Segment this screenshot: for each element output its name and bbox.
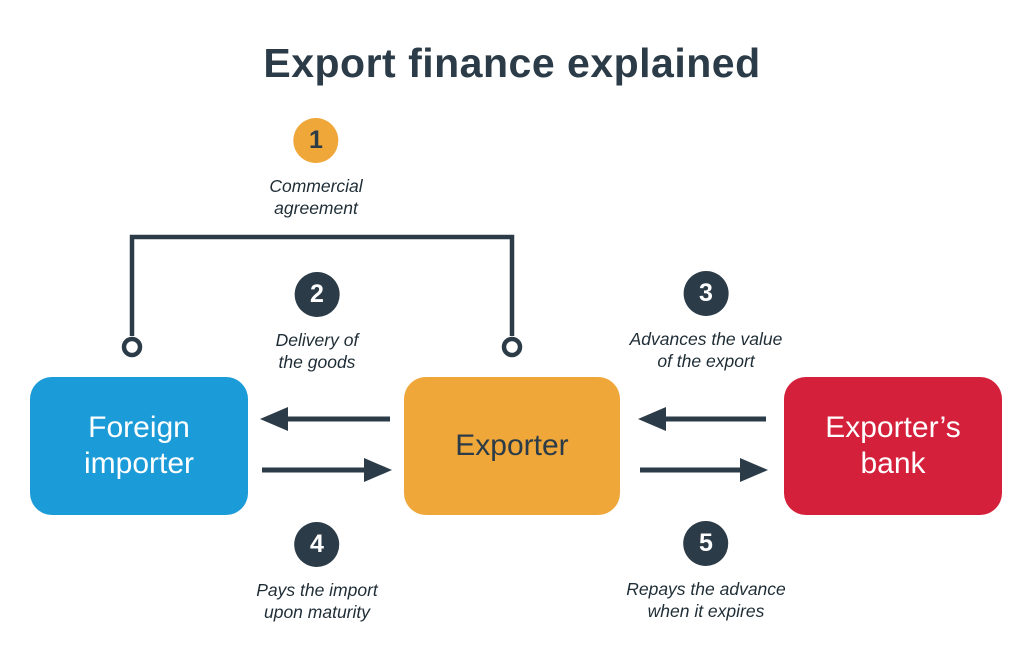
node-exporter: Exporter [404, 377, 620, 515]
step-3-number: 3 [699, 279, 713, 307]
step-5: 5 Repays the advance when it expires [626, 521, 786, 623]
step-5-number: 5 [699, 529, 713, 557]
step-3-label: Advances the value of the export [629, 329, 783, 372]
step-1-label: Commercial agreement [269, 176, 363, 219]
arrow-delivery-icon [260, 407, 390, 431]
step-5-badge: 5 [683, 521, 729, 566]
step-5-label: Repays the advance when it expires [626, 579, 786, 622]
arrow-repayment-icon [640, 458, 768, 482]
step-3-badge: 3 [683, 271, 729, 316]
step-4-badge: 4 [294, 522, 340, 567]
step-2-number: 2 [310, 280, 324, 308]
node-exporters-bank: Exporter’s bank [784, 377, 1002, 515]
step-1-number: 1 [309, 126, 323, 154]
step-1: 1 Commercial agreement [269, 118, 363, 220]
step-2-badge: 2 [294, 272, 340, 317]
node-exporter-label: Exporter [455, 429, 569, 462]
step-4: 4 Pays the import upon maturity [256, 522, 378, 624]
step-4-number: 4 [310, 530, 324, 558]
node-foreign-importer-label: Foreign importer [83, 411, 195, 480]
step-2-label: Delivery of the goods [275, 330, 359, 373]
arrow-advance-icon [638, 407, 766, 431]
diagram-title: Export finance explained [263, 40, 761, 86]
agreement-bracket [129, 234, 515, 336]
step-1-badge: 1 [293, 118, 339, 163]
arrow-payment-icon [262, 458, 392, 482]
node-exporters-bank-label: Exporter’s bank [825, 411, 961, 480]
step-4-label: Pays the import upon maturity [256, 580, 378, 623]
bracket-endpoint-left-icon [121, 336, 143, 358]
node-foreign-importer: Foreign importer [30, 377, 248, 515]
bracket-endpoint-right-icon [501, 336, 523, 358]
step-2: 2 Delivery of the goods [275, 272, 359, 374]
step-3: 3 Advances the value of the export [629, 271, 783, 373]
